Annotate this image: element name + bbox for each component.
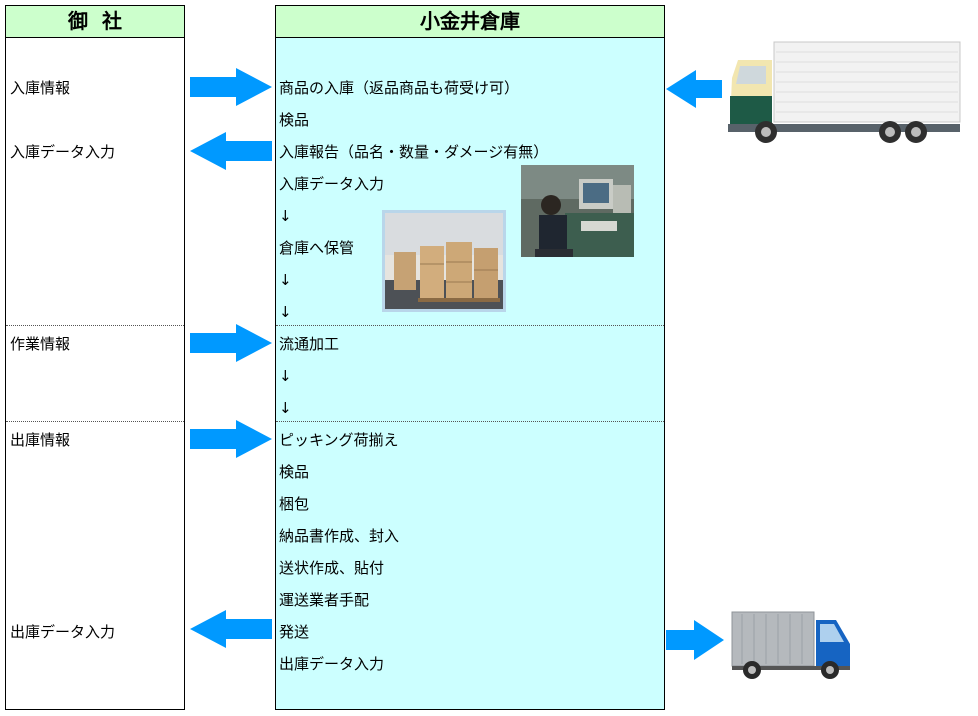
arrow-right-icon	[666, 620, 724, 660]
section-divider	[276, 421, 664, 422]
step-inspection: 検品	[279, 463, 310, 481]
warehouse-header: 小金井倉庫	[276, 6, 664, 38]
step-picking: ピッキング荷揃え	[279, 431, 399, 449]
step-storage: 倉庫へ保管	[279, 239, 355, 257]
arrow-right-icon	[190, 324, 272, 362]
client-column: 御社 入庫情報 入庫データ入力 作業情報 出庫情報 出庫データ入力	[5, 5, 185, 710]
section-divider	[6, 421, 184, 422]
step-invoice: 納品書作成、封入	[279, 527, 400, 545]
client-label-outbound-info: 出庫情報	[10, 431, 71, 449]
arrow-left-icon	[190, 132, 272, 170]
step-dispatch: 発送	[279, 623, 310, 641]
step-receiving: 商品の入庫（返品商品も荷受け可）	[279, 79, 520, 97]
arrow-left-icon	[666, 70, 722, 108]
step-inbound-report: 入庫報告（品名・数量・ダメージ有無）	[279, 143, 549, 161]
step-outbound-data-entry: 出庫データ入力	[279, 655, 385, 673]
arrow-right-icon	[190, 420, 272, 458]
step-inspection: 検品	[279, 111, 310, 129]
step-shipping-label: 送状作成、貼付	[279, 559, 385, 577]
step-down-arrow: ↓	[279, 399, 292, 417]
large-truck-icon	[728, 41, 961, 143]
step-inbound-data-entry: 入庫データ入力	[279, 175, 385, 193]
step-down-arrow: ↓	[279, 367, 292, 385]
step-processing: 流通加工	[279, 335, 340, 353]
section-divider	[276, 325, 664, 326]
step-carrier-arrangement: 運送業者手配	[279, 591, 370, 609]
step-down-arrow: ↓	[279, 303, 292, 321]
client-label-inbound-data-entry: 入庫データ入力	[10, 143, 116, 161]
arrow-left-icon	[190, 610, 272, 648]
warehouse-column: 小金井倉庫 商品の入庫（返品商品も荷受け可） 検品 入庫報告（品名・数量・ダメー…	[275, 5, 665, 710]
client-label-work-info: 作業情報	[10, 335, 71, 353]
client-label-outbound-data-entry: 出庫データ入力	[10, 623, 116, 641]
warehouse-boxes-photo	[382, 210, 506, 312]
step-down-arrow: ↓	[279, 271, 292, 289]
section-divider	[6, 325, 184, 326]
client-header: 御社	[6, 6, 184, 38]
client-label-inbound-info: 入庫情報	[10, 79, 71, 97]
arrow-right-icon	[190, 68, 272, 106]
step-down-arrow: ↓	[279, 207, 292, 225]
small-truck-icon	[731, 611, 850, 679]
step-packing: 梱包	[279, 495, 310, 513]
office-worker-photo	[521, 165, 634, 257]
